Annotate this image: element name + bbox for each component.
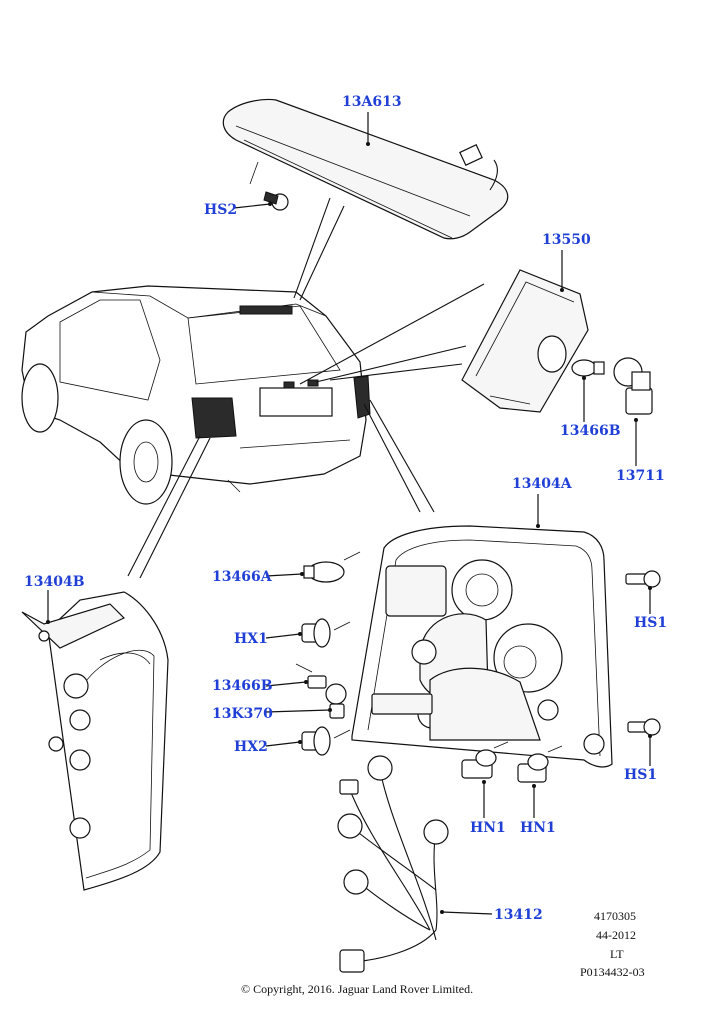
callout-hs2: HS2 — [204, 202, 238, 218]
ref-number: 4170305 — [594, 909, 636, 923]
bulb-13466b-mid — [295, 663, 327, 689]
vehicle-rear-view — [21, 285, 371, 505]
callout-hn1-left: HN1 — [470, 820, 506, 836]
socket-13k370 — [325, 683, 347, 719]
copyright-notice: © Copyright, 2016. Jaguar Land Rover Lim… — [241, 982, 474, 996]
bulb-holders-hn1 — [461, 741, 563, 783]
bulb-holder-hx1 — [301, 618, 351, 648]
callout-13412: 13412 — [494, 907, 543, 923]
high-mount-stop-lamp — [222, 98, 509, 240]
callout-13711: 13711 — [616, 468, 665, 484]
bulb-13466b-top — [571, 359, 605, 377]
callout-13k370: 13K370 — [212, 706, 273, 722]
callout-13404a: 13404A — [512, 476, 572, 492]
license-plate-lamp — [461, 269, 589, 413]
callout-13550: 13550 — [542, 232, 591, 248]
hs2-screw — [263, 191, 289, 211]
date-code: 44-2012 — [596, 928, 636, 942]
callout-hx1: HX1 — [234, 631, 268, 647]
bulb-holder-hx2 — [301, 726, 351, 756]
callout-hn1-right: HN1 — [520, 820, 556, 836]
bulb-holder-13711 — [613, 357, 653, 415]
wiring-harness-13412 — [337, 755, 449, 973]
callout-13466b-mid: 13466B — [212, 678, 273, 694]
bulb-13466a — [303, 551, 361, 583]
callout-hs1-top: HS1 — [634, 615, 668, 631]
callout-13404b: 13404B — [24, 574, 85, 590]
side-code: LT — [610, 947, 624, 961]
illustration-id: P0134432-03 — [580, 965, 645, 979]
tail-lamp-13404b — [21, 591, 169, 891]
callout-13466a: 13466A — [212, 569, 272, 585]
callout-hx2: HX2 — [234, 739, 268, 755]
callout-leaders — [46, 112, 652, 915]
explode-lines — [127, 161, 485, 579]
tail-lamp-13404a — [351, 525, 613, 768]
screws-hs1 — [625, 570, 661, 736]
callout-13466b-top: 13466B — [560, 423, 621, 439]
callout-13a613: 13A613 — [342, 94, 402, 110]
callout-hs1-bottom: HS1 — [624, 767, 658, 783]
